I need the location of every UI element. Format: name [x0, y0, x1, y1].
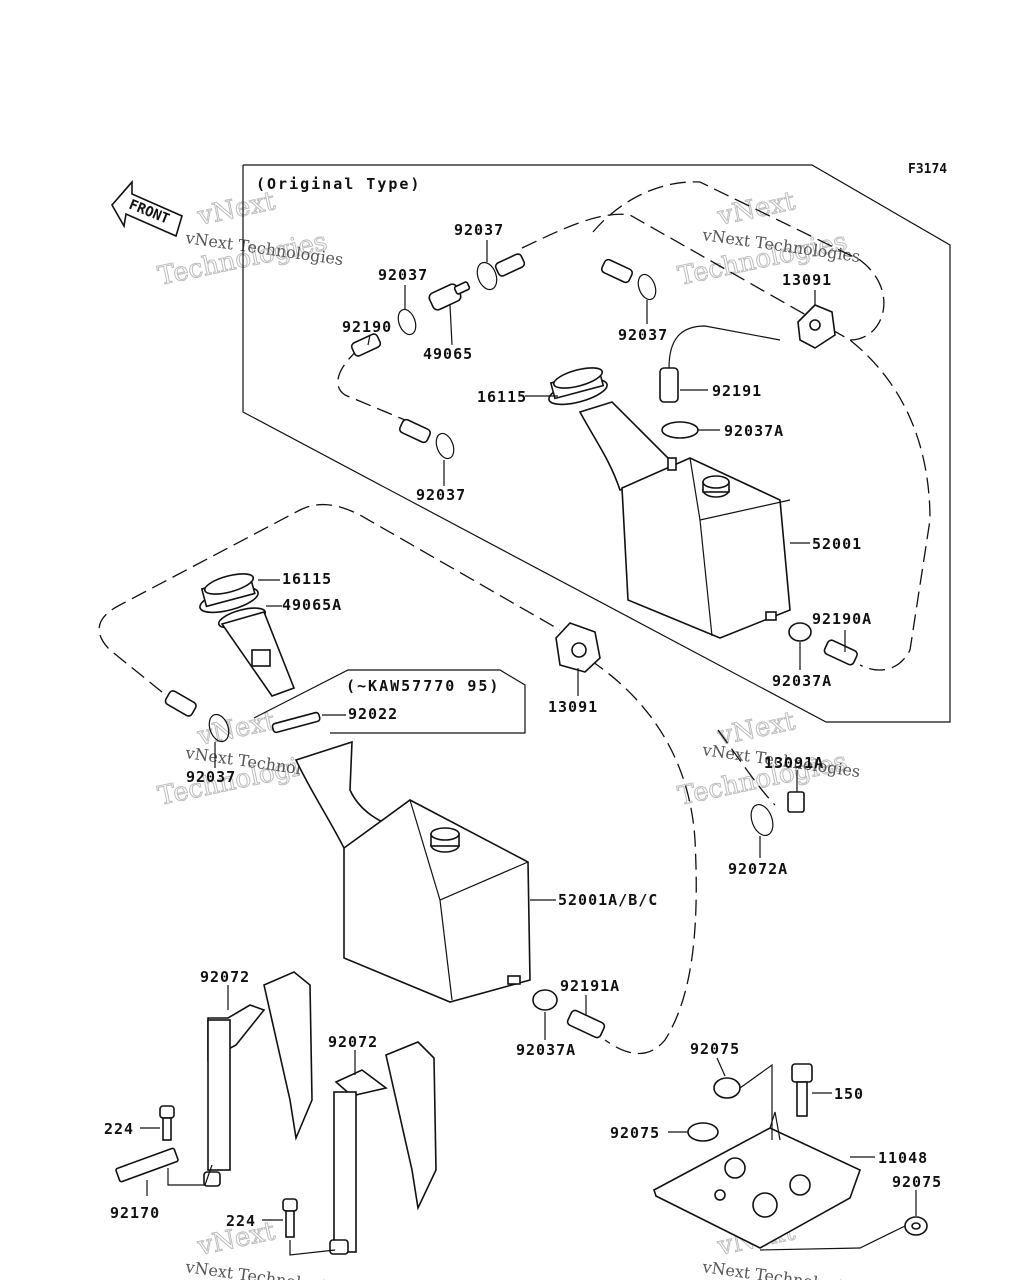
label-92037A-mid: 92037A [772, 672, 832, 690]
hose-left-original [337, 347, 406, 421]
label-49065A: 49065A [282, 596, 342, 614]
original-type-label: (Original Type) [256, 175, 421, 193]
label-92037-top: 92037 [454, 221, 504, 239]
plug-92075-mid [687, 1122, 719, 1142]
label-92037-lower-left: 92037 [186, 768, 236, 786]
label-16115-top: 16115 [477, 388, 527, 406]
cap-16115-top [548, 367, 608, 406]
label-92072-right: 92072 [328, 1033, 378, 1051]
oil-tank-52001ABC [294, 740, 531, 1003]
label-13091-top: 13091 [782, 271, 832, 289]
label-16115-lower: 16115 [282, 570, 332, 588]
note-box [253, 669, 526, 734]
label-92037-right: 92037 [618, 326, 668, 344]
clamp-92037-top [476, 261, 498, 291]
label-92170: 92170 [110, 1204, 160, 1222]
label-224-upper: 224 [104, 1120, 134, 1138]
label-92190: 92190 [342, 318, 392, 336]
svg-text:vNext Technologies: vNext Technologies [183, 1257, 344, 1280]
label-150: 150 [834, 1085, 864, 1103]
clamp-92037A-lower [532, 989, 558, 1011]
figure-code: F3174 [908, 162, 947, 177]
strainer-49065A [217, 607, 296, 697]
label-92072-left: 92072 [200, 968, 250, 986]
grommet-13091-lower [555, 622, 601, 673]
hose-92191A [566, 1009, 606, 1039]
front-arrow-icon: FRONT [111, 179, 183, 238]
pipe-top-right [600, 258, 634, 284]
svg-text:vNext: vNext [194, 186, 278, 232]
note-box-label: (~KAW57770 95) [346, 677, 500, 695]
band-92072-left [203, 971, 313, 1187]
label-52001: 52001 [812, 535, 862, 553]
pipe-92190 [350, 333, 382, 357]
watermark-top-right: vNext Technologies vNext Technologies [675, 186, 862, 293]
label-13091A: 13091A [764, 754, 824, 772]
label-92037-lower: 92037 [416, 486, 466, 504]
label-92191A: 92191A [560, 977, 620, 995]
hose-lower-left [98, 503, 561, 693]
hose-lower-right [589, 659, 697, 1054]
hose-lower-small [717, 729, 776, 806]
clamp-92037-lower-left [208, 713, 230, 743]
pipe-92190A [823, 639, 858, 666]
pipe-lower-left [164, 690, 197, 717]
clamp-92037-right [637, 273, 657, 301]
label-92072A: 92072A [728, 860, 788, 878]
hose-92191-line [668, 325, 781, 369]
label-13091-lower: 13091 [548, 698, 598, 716]
clamp-92037A-top [661, 421, 699, 439]
label-92075-upper: 92075 [690, 1040, 740, 1058]
part-labels: 92037 92037 92190 49065 92037 13091 9219… [104, 221, 942, 1230]
hose-vent-original [521, 213, 931, 671]
leader-lines [140, 240, 917, 1256]
clamp-92037-left [397, 308, 417, 336]
band-92072-right [329, 1041, 437, 1255]
original-type-box [242, 164, 951, 723]
pipe-mid-left [398, 418, 432, 444]
bracket-11048 [653, 1111, 861, 1249]
plug-92075-upper [713, 1077, 741, 1099]
strap-92170 [115, 1147, 179, 1183]
hose-92191 [659, 367, 679, 403]
cap-16115-lower [199, 573, 259, 614]
bolt-224-lower [282, 1198, 298, 1238]
label-92037-left: 92037 [378, 266, 428, 284]
clamp-92037A-mid [788, 622, 812, 642]
svg-text:vNext Technologies: vNext Technologies [700, 1257, 861, 1280]
label-92190A: 92190A [812, 610, 872, 628]
pipe-top [494, 253, 526, 277]
label-11048: 11048 [878, 1149, 928, 1167]
oil-tank-52001 [578, 401, 791, 639]
clip-13091A [787, 791, 805, 813]
watermark-bottom-left: vNext vNext Technologies [183, 1216, 344, 1280]
clamp-92072A [750, 803, 774, 837]
label-49065: 49065 [423, 345, 473, 363]
label-224-lower: 224 [226, 1212, 256, 1230]
fitting-49065 [428, 281, 471, 311]
clamp-92037-lower [435, 432, 455, 460]
label-52001ABC: 52001A/B/C [558, 891, 658, 909]
label-92037A-top: 92037A [724, 422, 784, 440]
label-92191: 92191 [712, 382, 762, 400]
watermark-top-left: vNext Technologies vNext Technologies [155, 186, 345, 293]
label-92037A-lower: 92037A [516, 1041, 576, 1059]
filter-92022 [271, 711, 321, 734]
grommet-13091-top [797, 304, 836, 349]
label-92022: 92022 [348, 705, 398, 723]
label-92075-lower: 92075 [892, 1173, 942, 1191]
label-92075-mid: 92075 [610, 1124, 660, 1142]
bolt-150 [791, 1063, 813, 1117]
washer-92075-lower [904, 1216, 928, 1236]
hose-vent-loop [592, 181, 885, 341]
bolt-224-upper [159, 1105, 175, 1141]
